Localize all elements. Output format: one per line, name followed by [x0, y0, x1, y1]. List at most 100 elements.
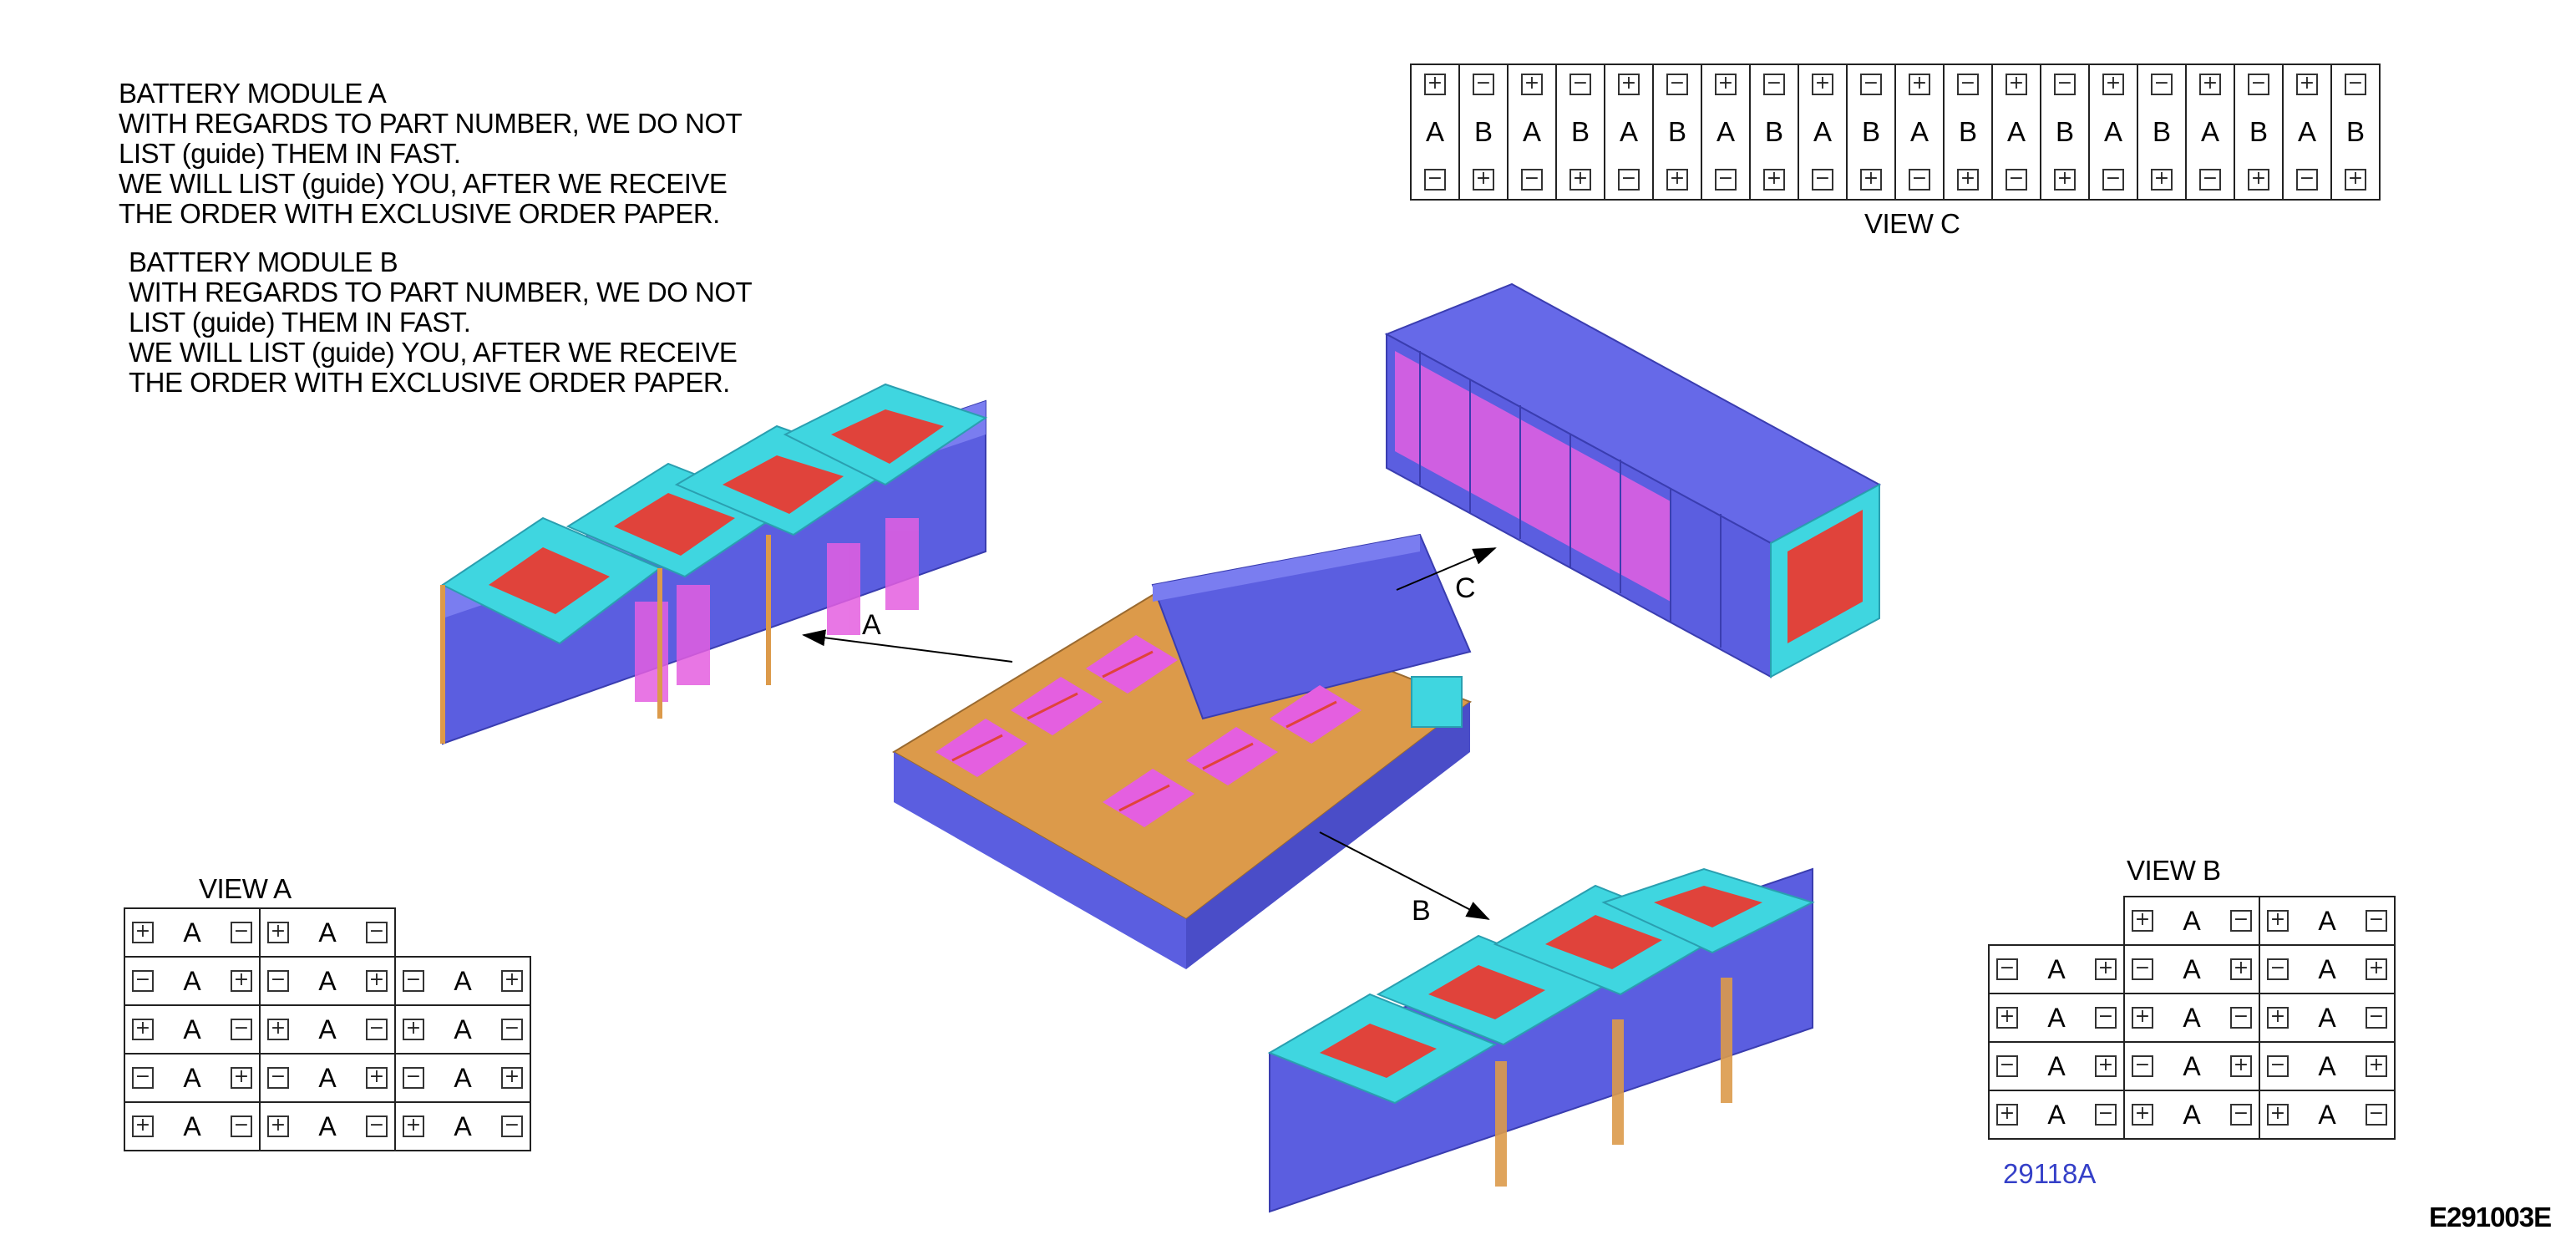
note-a-line: WE WILL LIST (guide) YOU, AFTER WE RECEI…: [119, 168, 728, 199]
minus-terminal-icon: −: [2132, 1055, 2153, 1077]
plus-terminal-icon: +: [1715, 74, 1737, 95]
module-type-label: A: [183, 966, 201, 996]
battery-pack-assembly-illustration: [892, 533, 1473, 969]
minus-terminal-icon: −: [1860, 74, 1882, 95]
module-cell: + A −: [1798, 64, 1848, 201]
module-cell: +A−: [2259, 1090, 2396, 1140]
plus-terminal-icon: +: [501, 970, 523, 992]
minus-terminal-icon: −: [267, 1067, 289, 1089]
plus-terminal-icon: +: [1812, 74, 1833, 95]
module-type-label: A: [2006, 116, 2026, 147]
plus-terminal-icon: +: [231, 1067, 252, 1089]
grid-row: −A+−A+−A+: [124, 956, 531, 1006]
module-cell: −A+: [2259, 1041, 2396, 1091]
module-cell: +A−: [2123, 993, 2260, 1043]
arrow-to-module-b: [1319, 831, 1490, 920]
module-type-label: A: [2318, 954, 2336, 984]
plus-terminal-icon: +: [267, 922, 289, 943]
plus-terminal-icon: +: [2366, 958, 2387, 980]
module-type-label: B: [2249, 116, 2268, 147]
module-type-label: A: [318, 966, 337, 996]
plus-terminal-icon: +: [2132, 910, 2153, 932]
module-cell: −B+: [1652, 64, 1702, 201]
plus-terminal-icon: +: [2345, 169, 2366, 191]
minus-terminal-icon: −: [2267, 1055, 2289, 1077]
module-cell: +A−: [124, 907, 261, 958]
module-type-label: A: [2047, 954, 2066, 984]
module-cell: +A−: [1410, 64, 1460, 201]
module-type-label: A: [454, 966, 472, 996]
minus-terminal-icon: −: [2151, 74, 2173, 95]
minus-terminal-icon: −: [1957, 74, 1979, 95]
minus-terminal-icon: −: [403, 1067, 424, 1089]
module-type-label: A: [2103, 116, 2122, 147]
plus-terminal-icon: +: [2132, 1104, 2153, 1126]
minus-terminal-icon: −: [2248, 74, 2269, 95]
module-cell: +A−: [1507, 64, 1557, 201]
minus-terminal-icon: −: [231, 922, 252, 943]
note-a-line: LIST (guide) THEM IN FAST.: [119, 138, 461, 169]
module-type-label: A: [2183, 906, 2201, 936]
view-b-title: VIEW B: [2127, 855, 2221, 886]
plus-terminal-icon: +: [2151, 169, 2173, 191]
module-type-label: A: [183, 1111, 201, 1141]
minus-terminal-icon: −: [267, 970, 289, 992]
module-cell: −A+: [259, 956, 396, 1006]
module-type-label: A: [2318, 1100, 2336, 1130]
module-cell: −A+: [2259, 944, 2396, 994]
plus-terminal-icon: +: [1473, 169, 1494, 191]
plus-terminal-icon: +: [132, 922, 154, 943]
module-type-label: B: [1861, 116, 1880, 147]
module-cell: +A−: [2259, 993, 2396, 1043]
module-type-label: B: [2152, 116, 2171, 147]
module-cell: −A+: [2123, 944, 2260, 994]
module-type-label: B: [1764, 116, 1783, 147]
grid-row: +A−+A−+A−: [1988, 993, 2396, 1043]
plus-terminal-icon: +: [403, 1115, 424, 1137]
plus-terminal-icon: +: [2296, 74, 2318, 95]
minus-terminal-icon: −: [2054, 74, 2076, 95]
plus-terminal-icon: +: [1996, 1007, 2018, 1029]
minus-terminal-icon: −: [2230, 1104, 2252, 1126]
grid-empty-cell: [1989, 897, 2124, 945]
minus-terminal-icon: −: [1812, 169, 1833, 191]
minus-terminal-icon: −: [132, 1067, 154, 1089]
module-cell: +A−: [1701, 64, 1751, 201]
minus-terminal-icon: −: [1763, 74, 1785, 95]
module-cell: +A−: [394, 1101, 531, 1151]
minus-terminal-icon: −: [501, 1019, 523, 1040]
battery-module-b-note: BATTERY MODULE B WITH REGARDS TO PART NU…: [129, 247, 753, 398]
module-cell: −A+: [124, 956, 261, 1006]
minus-terminal-icon: −: [1569, 74, 1591, 95]
plus-terminal-icon: +: [1569, 169, 1591, 191]
minus-terminal-icon: −: [366, 922, 388, 943]
grid-row: +A−+A−+A−: [124, 1101, 531, 1151]
plus-terminal-icon: +: [2230, 1055, 2252, 1077]
grid-row: −A+−A+−A+: [124, 1053, 531, 1103]
minus-terminal-icon: −: [2132, 958, 2153, 980]
module-cell: +A−: [2088, 64, 2138, 201]
plus-terminal-icon: +: [366, 1067, 388, 1089]
minus-terminal-icon: −: [2199, 169, 2221, 191]
module-type-label: A: [2318, 1051, 2336, 1081]
module-type-label: A: [2318, 906, 2336, 936]
module-cell: +A−: [2282, 64, 2332, 201]
plus-terminal-icon: +: [2199, 74, 2221, 95]
plus-terminal-icon: +: [2054, 169, 2076, 191]
plus-terminal-icon: +: [1909, 74, 1930, 95]
module-type-label: A: [1813, 116, 1832, 147]
minus-terminal-icon: −: [2102, 169, 2124, 191]
module-cell: +A−: [259, 907, 396, 958]
grid-row: +A−+A−+A−: [1988, 1090, 2396, 1140]
minus-terminal-icon: −: [1424, 169, 1446, 191]
module-cell: +A−: [394, 1004, 531, 1055]
plus-terminal-icon: +: [2267, 910, 2289, 932]
module-type-label: A: [318, 1063, 337, 1093]
plus-terminal-icon: +: [1996, 1104, 2018, 1126]
plus-terminal-icon: +: [2095, 1055, 2117, 1077]
module-type-label: A: [1716, 116, 1735, 147]
minus-terminal-icon: −: [1618, 169, 1640, 191]
plus-terminal-icon: +: [1424, 74, 1446, 95]
module-cell: +A−: [2259, 896, 2396, 946]
module-cell: −B+: [1749, 64, 1799, 201]
